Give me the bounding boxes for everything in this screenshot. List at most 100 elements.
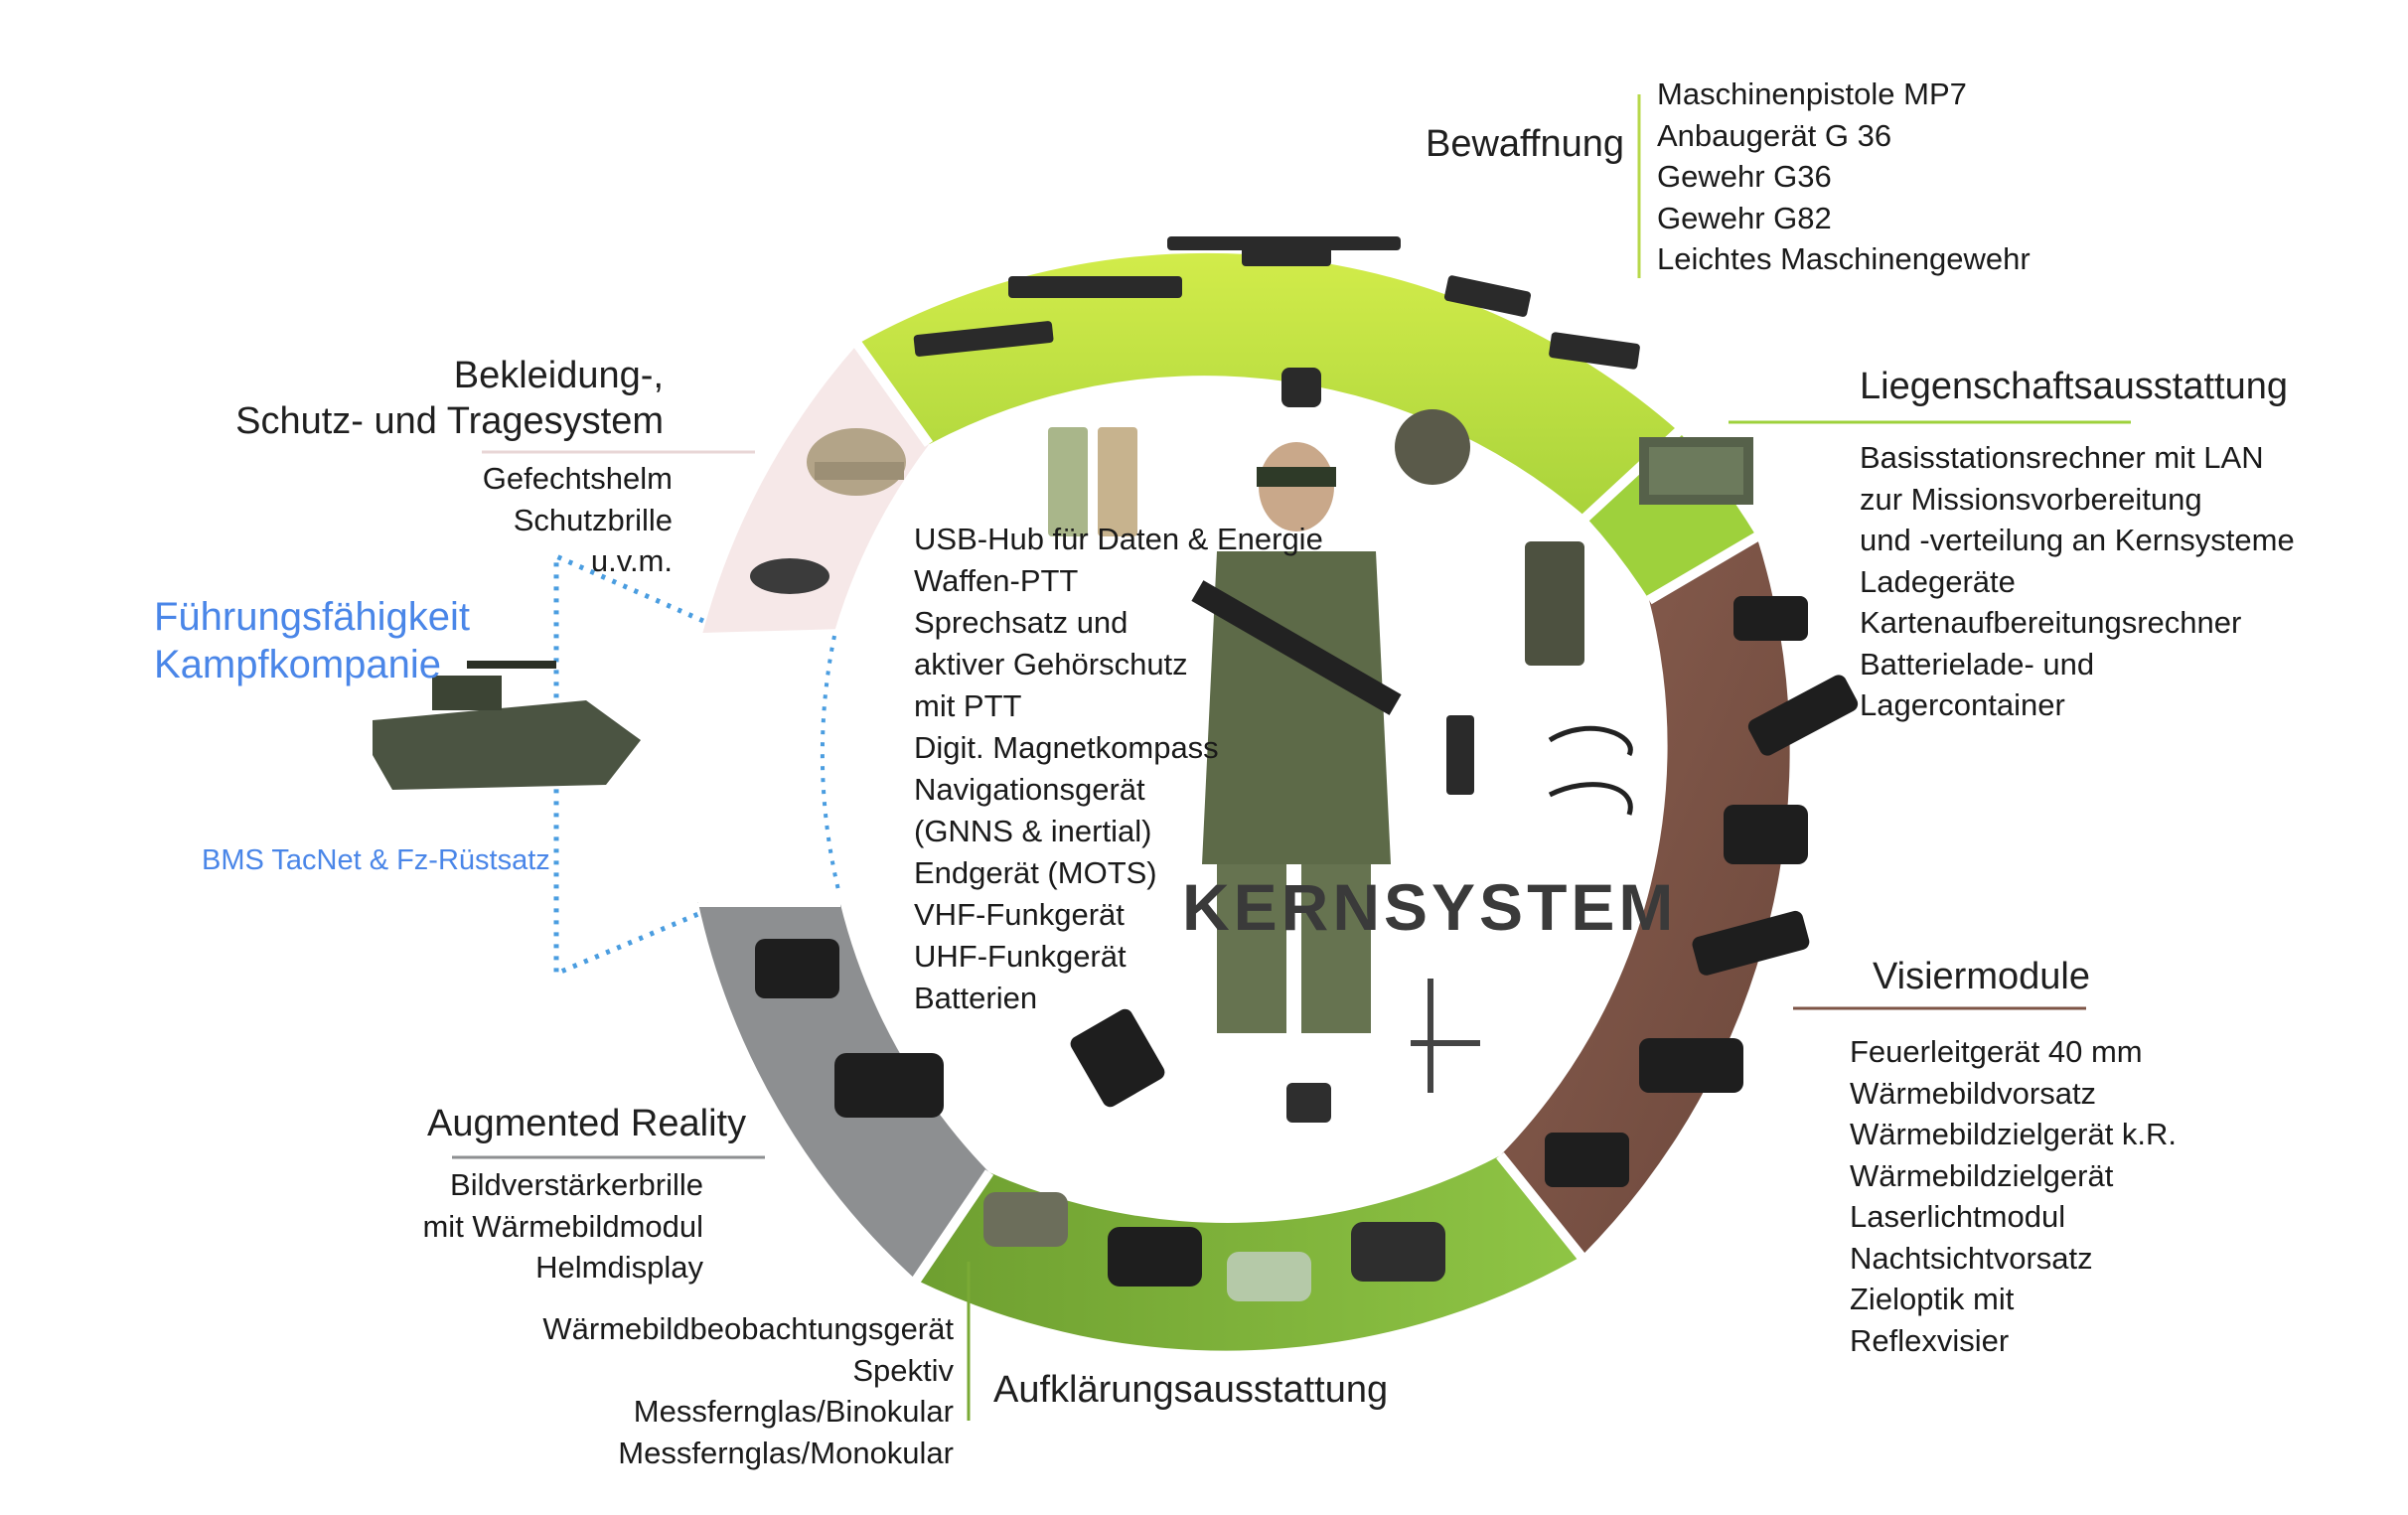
bekleidung-title-line2: Schutz- und Tragesystem <box>235 400 664 442</box>
bewaffnung-title: Bewaffnung <box>1426 123 1625 165</box>
list-item: Gewehr G36 <box>1657 159 1832 194</box>
sniper-stock-icon <box>1242 238 1331 266</box>
fuehrung-title-line2: Kampfkompanie <box>154 643 442 686</box>
list-item: Anbaugerät G 36 <box>1657 117 1892 153</box>
helmet-display-icon <box>834 1053 944 1118</box>
sight-modules-group <box>1545 596 1859 1187</box>
list-item: Messfernglas/Binokular <box>633 1394 954 1429</box>
segment-bewaffnung <box>857 252 1679 518</box>
thermal-viewer-icon <box>983 1192 1068 1247</box>
soldier-figure <box>1191 442 1402 1033</box>
core-item: Endgerät (MOTS) <box>914 855 1157 890</box>
list-item: Lagercontainer <box>1860 687 2065 722</box>
spotting-scope-icon <box>1108 1227 1202 1287</box>
nvg-icon <box>755 939 839 998</box>
list-item: und -verteilung an Kernsysteme <box>1860 523 2295 557</box>
weapons-group <box>913 236 1640 370</box>
list-item: Schutzbrille <box>513 502 673 537</box>
core-item: Navigationsgerät <box>914 772 1145 807</box>
helmet-icon <box>807 428 906 496</box>
core-item: Batterien <box>914 981 1038 1015</box>
list-item: Nachtsichtvorsatz <box>1850 1240 2093 1276</box>
aufklaerung-title: Aufklärungsausstattung <box>993 1369 1389 1411</box>
list-item: Bildverstärkerbrille <box>450 1167 703 1202</box>
bekleidung-list: Gefechtshelm Schutzbrille u.v.m. <box>483 458 673 582</box>
core-title: KERNSYSTEM <box>1182 870 1678 944</box>
core-item: Digit. Magnetkompass <box>914 730 1219 765</box>
vehicle-icon <box>373 661 641 790</box>
inner-dotted-arc <box>820 635 841 895</box>
radio-vhf-icon <box>1446 715 1474 795</box>
cable-icon <box>1548 725 1633 816</box>
list-item: Gewehr G82 <box>1657 200 1832 235</box>
list-item: zur Missionsvorbereitung <box>1860 481 2202 517</box>
list-item: Ladegeräte <box>1860 563 2016 599</box>
headset-icon <box>1395 409 1470 485</box>
visier-title: Visiermodule <box>1873 956 2090 997</box>
list-item: Messfernglas/Monokular <box>618 1435 954 1470</box>
list-item: Batterielade- und <box>1860 646 2095 682</box>
list-item: u.v.m. <box>590 543 673 578</box>
ar-list: Bildverstärkerbrille mit Wärmebildmodul … <box>422 1164 703 1288</box>
ar-group <box>755 939 944 1118</box>
core-item: Sprechsatz und <box>914 605 1129 640</box>
fuehrung-title: Führungsfähigkeit Kampfkompanie <box>154 593 470 688</box>
bekleidung-title: Bekleidung-, Schutz- und Tragesystem <box>235 353 664 444</box>
core-item: Waffen-PTT <box>914 563 1079 598</box>
core-item: VHF-Funkgerät <box>914 897 1125 932</box>
core-item-list: USB-Hub für Daten & Energie Waffen-PTT S… <box>914 519 1323 1019</box>
sight-4-icon <box>1692 910 1810 976</box>
fuehrung-title-line1: Führungsfähigkeit <box>154 595 470 639</box>
list-item: Spektiv <box>852 1352 954 1388</box>
list-item: Wärmebildzielgerät <box>1850 1157 2114 1193</box>
list-item: Gefechtshelm <box>482 461 673 496</box>
pouch-icon <box>1098 427 1137 536</box>
core-gear-group <box>1048 368 1633 1123</box>
liegenschaft-list: Basisstationsrechner mit LAN zur Mission… <box>1860 437 2295 726</box>
binocular-icon <box>1227 1252 1311 1301</box>
smartphone-icon <box>1070 1008 1165 1108</box>
usb-hub-icon <box>1286 1083 1331 1123</box>
launcher-icon <box>1443 275 1532 317</box>
list-item: Reflexvisier <box>1850 1322 2010 1358</box>
segment-bekleidung <box>702 344 930 633</box>
recon-group <box>983 1192 1445 1301</box>
list-item: Laserlichtmodul <box>1850 1199 2066 1234</box>
sight-2-icon <box>1747 675 1859 756</box>
list-item: Helmdisplay <box>535 1250 703 1285</box>
list-item: Zieloptik mit <box>1850 1282 2015 1316</box>
list-item: Kartenaufbereitungsrechner <box>1860 605 2242 640</box>
core-item: aktiver Gehörschutz <box>914 647 1188 682</box>
fuehrung-sub: BMS TacNet & Fz-Rüstsatz <box>202 844 550 876</box>
rifle-icon <box>913 321 1054 357</box>
core-item: USB-Hub für Daten & Energie <box>914 522 1323 556</box>
list-item: Maschinenpistole MP7 <box>1657 76 1967 111</box>
sight-5-icon <box>1639 1038 1743 1093</box>
list-item: Wärmebildvorsatz <box>1850 1075 2097 1111</box>
smg-icon <box>1549 332 1640 370</box>
visier-list: Feuerleitgerät 40 mm Wärmebildvorsatz Wä… <box>1850 1031 2177 1361</box>
segment-visier <box>1500 536 1790 1257</box>
sight-1-icon <box>1733 596 1808 641</box>
core-item: UHF-Funkgerät <box>914 939 1127 974</box>
list-item: Wärmebildbeobachtungsgerät <box>542 1311 954 1346</box>
ar-title: Augmented Reality <box>427 1103 747 1144</box>
list-item: Basisstationsrechner mit LAN <box>1860 440 2264 475</box>
list-item: Feuerleitgerät 40 mm <box>1850 1034 2143 1069</box>
list-item: Leichtes Maschinengewehr <box>1657 241 2031 276</box>
goggles-icon <box>750 558 829 594</box>
bekleidung-title-line1: Bekleidung-, <box>453 355 664 396</box>
liegenschaft-title: Liegenschaftsausstattung <box>1860 366 2288 407</box>
list-item: Wärmebildzielgerät k.R. <box>1850 1117 2178 1151</box>
core-item: mit PTT <box>914 688 1022 723</box>
list-item: mit Wärmebildmodul <box>422 1208 703 1244</box>
core-item: (GNNS & inertial) <box>914 814 1152 848</box>
bewaffnung-list: Maschinenpistole MP7 Anbaugerät G 36 Gew… <box>1657 74 2031 280</box>
sight-3-icon <box>1724 805 1808 864</box>
compass-icon <box>1281 368 1321 407</box>
monocular-icon <box>1351 1222 1445 1282</box>
sight-6-icon <box>1545 1133 1629 1187</box>
tablet-icon <box>1048 427 1088 536</box>
